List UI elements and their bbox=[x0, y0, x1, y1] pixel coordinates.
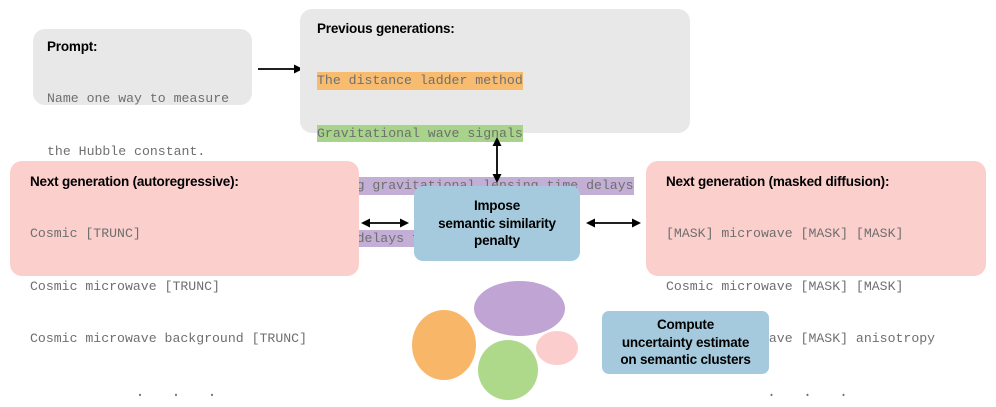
masked-diffusion-panel: Next generation (masked diffusion): [MAS… bbox=[646, 161, 986, 401]
orange-cluster-icon bbox=[412, 310, 476, 380]
autoregressive-heading: Next generation (autoregressive): bbox=[30, 174, 239, 189]
uncertainty-box-line-1: Compute bbox=[656, 317, 715, 333]
penalty-box-line-1: Impose bbox=[473, 198, 521, 214]
prompt-to-previous-generations-arrow bbox=[258, 64, 303, 74]
autoregressive-text: Cosmic [TRUNC] Cosmic microwave [TRUNC] … bbox=[30, 190, 359, 407]
penalty-to-masked-diffusion-arrow bbox=[586, 218, 641, 228]
prompt-line-1: Name one way to measure bbox=[47, 91, 230, 106]
masked-diffusion-text: [MASK] microwave [MASK] [MASK] Cosmic mi… bbox=[666, 190, 986, 407]
penalty-box-text: Impose semantic similarity penalty bbox=[438, 197, 556, 250]
penalty-box-line-3: penalty bbox=[474, 233, 520, 249]
uncertainty-box-line-3: on semantic clusters bbox=[620, 352, 751, 368]
semantic-clusters-illustration bbox=[398, 278, 598, 404]
autoregressive-line-2: Cosmic microwave [TRUNC] bbox=[30, 278, 220, 294]
masked-diffusion-line-2: Cosmic microwave [MASK] [MASK] bbox=[666, 278, 904, 294]
penalty-box-line-2: semantic similarity bbox=[438, 215, 556, 231]
masked-diffusion-heading: Next generation (masked diffusion): bbox=[666, 174, 890, 189]
uncertainty-box-text: Compute uncertainty estimate on semantic… bbox=[620, 316, 751, 369]
prompt-heading: Prompt: bbox=[47, 39, 98, 54]
autoregressive-to-penalty-arrow bbox=[361, 218, 409, 228]
previous-generations-to-penalty-arrow bbox=[492, 137, 502, 183]
previous-generations-panel: Previous generations: The distance ladde… bbox=[300, 9, 690, 247]
masked-diffusion-line-1: [MASK] microwave [MASK] [MASK] bbox=[666, 226, 904, 241]
uncertainty-box: Compute uncertainty estimate on semantic… bbox=[602, 311, 769, 374]
prompt-line-2: the Hubble constant. bbox=[47, 143, 206, 159]
autoregressive-panel: Next generation (autoregressive): Cosmic… bbox=[10, 161, 359, 401]
uncertainty-box-line-2: uncertainty estimate bbox=[621, 334, 750, 350]
autoregressive-ellipsis: . . . bbox=[135, 383, 226, 401]
pink-cluster-icon bbox=[536, 331, 578, 365]
prompt-text: Name one way to measure the Hubble const… bbox=[47, 55, 252, 195]
previous-generation-line-1: The distance ladder method bbox=[317, 72, 523, 90]
prompt-panel: Prompt: Name one way to measure the Hubb… bbox=[33, 29, 252, 159]
purple-cluster-icon bbox=[474, 281, 565, 336]
autoregressive-line-3: Cosmic microwave background [TRUNC] bbox=[30, 331, 307, 346]
previous-generation-line-2: Gravitational wave signals bbox=[317, 124, 523, 142]
previous-generations-heading: Previous generations: bbox=[317, 21, 455, 36]
green-cluster-icon bbox=[478, 340, 538, 400]
masked-diffusion-ellipsis: . . . bbox=[766, 383, 857, 401]
autoregressive-line-1: Cosmic [TRUNC] bbox=[30, 226, 141, 241]
penalty-box: Impose semantic similarity penalty bbox=[414, 186, 580, 261]
